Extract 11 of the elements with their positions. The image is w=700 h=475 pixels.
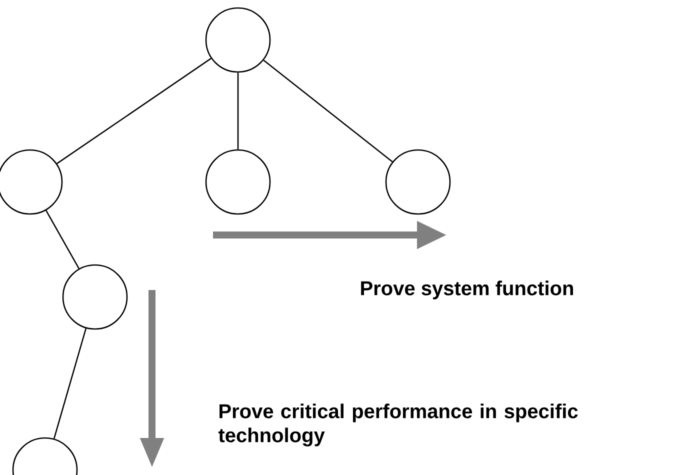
caption-text: Prove critical performance in specific technology (218, 404, 578, 446)
connector-line (237, 72, 239, 150)
connector-line (53, 328, 87, 439)
tree-node-circle (62, 264, 128, 330)
connector-line (46, 210, 80, 269)
connector-line (263, 60, 393, 162)
tree-node-circle (385, 149, 451, 215)
tree-node-circle (205, 7, 271, 73)
tree-node-circle (205, 149, 271, 215)
connector-line (56, 58, 212, 164)
caption-text: Prove system function (361, 280, 573, 300)
